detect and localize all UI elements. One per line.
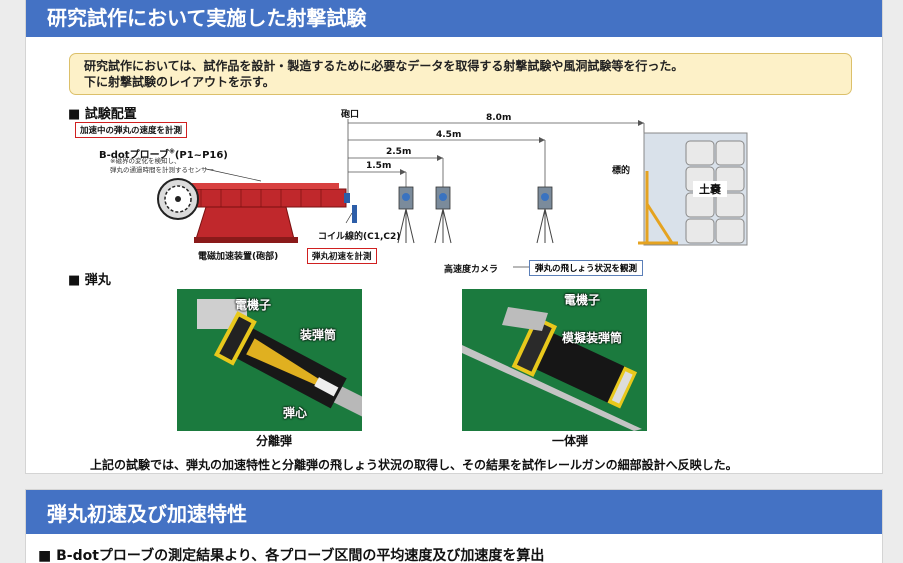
label-sandbag: 土嚢 <box>693 181 727 197</box>
callout-initial-speed: 弾丸初速を計測 <box>307 248 377 264</box>
bdot-description-line-2: 弾丸の通過時間を計測するセンサー <box>110 166 214 174</box>
camera-group <box>397 186 554 244</box>
label-distance-2-5m: 2.5m <box>386 147 412 157</box>
bdot-description-line-1: ※磁界の変化を検知し、 <box>110 157 181 165</box>
slide-test-layout: 研究試作において実施した射撃試験 研究試作においては、試作品を設計・製造するため… <box>25 0 883 474</box>
label-launcher: 電磁加速装置(砲部) <box>198 252 279 262</box>
summary-text: 上記の試験では、弾丸の加速特性と分離弾の飛しょう状況の取得し、その結果を試作レー… <box>90 458 738 472</box>
label-coil: コイル線的(C1,C2) <box>318 232 401 242</box>
section-projectile: ■ 弾丸 <box>68 273 111 288</box>
callout-camera-observation: 弾丸の飛しょう状況を観測 <box>529 260 644 276</box>
bdot-name: B-dotプローブ <box>99 150 169 161</box>
photo-right-electrode: 電機子 <box>564 293 601 307</box>
label-distance-4-5m: 4.5m <box>436 130 462 140</box>
slide-title: 弾丸初速及び加速特性 <box>26 490 882 534</box>
photo-left-sabot: 装弾筒 <box>300 328 337 342</box>
integrated-projectile-illustration <box>462 307 642 431</box>
photo-integrated-projectile: 電機子 模擬装弾筒 <box>462 289 647 431</box>
bdot-description: ※磁界の変化を検知し、 弾丸の通過時間を計測するセンサー <box>110 157 214 175</box>
label-target: 標的 <box>612 166 631 176</box>
label-distance-1-5m: 1.5m <box>366 161 392 171</box>
photo-left-electrode: 電機子 <box>235 298 272 312</box>
section-test-layout: ■ 試験配置 <box>68 107 137 122</box>
intro-line-1: 研究試作においては、試作品を設計・製造するために必要なデータを取得する射撃試験や… <box>84 59 684 73</box>
photo-left-core: 弾心 <box>283 406 308 420</box>
bdot-note-mark: ※ <box>168 148 175 156</box>
caption-integrated: 一体弾 <box>552 434 589 448</box>
slide-title: 研究試作において実施した射撃試験 <box>26 0 882 37</box>
photo-separated-projectile: 電機子 装弾筒 弾心 <box>177 289 362 431</box>
bdot-range: (P1~P16) <box>174 150 228 161</box>
test-layout-diagram <box>157 119 748 268</box>
separated-projectile-illustration <box>197 299 362 417</box>
slide-velocity: 弾丸初速及び加速特性 ■ B-dotプローブの測定結果より、各プローブ区間の平均… <box>25 489 883 563</box>
intro-box: 研究試作においては、試作品を設計・製造するために必要なデータを取得する射撃試験や… <box>69 53 852 95</box>
label-high-speed-camera: 高速度カメラ <box>444 265 499 275</box>
label-muzzle: 砲口 <box>341 110 360 120</box>
callout-accel-speed: 加速中の弾丸の速度を計測 <box>75 122 188 138</box>
label-distance-8m: 8.0m <box>486 113 512 123</box>
photo-right-sabot: 模擬装弾筒 <box>562 331 623 345</box>
intro-line-2: 下に射撃試験のレイアウトを示す。 <box>84 75 275 89</box>
slide-subtitle: ■ B-dotプローブの測定結果より、各プローブ区間の平均速度及び加速度を算出 <box>38 548 545 563</box>
caption-separated: 分離弾 <box>256 434 293 448</box>
label-bdot-probe: B-dotプローブ※(P1~P16) <box>99 146 228 161</box>
